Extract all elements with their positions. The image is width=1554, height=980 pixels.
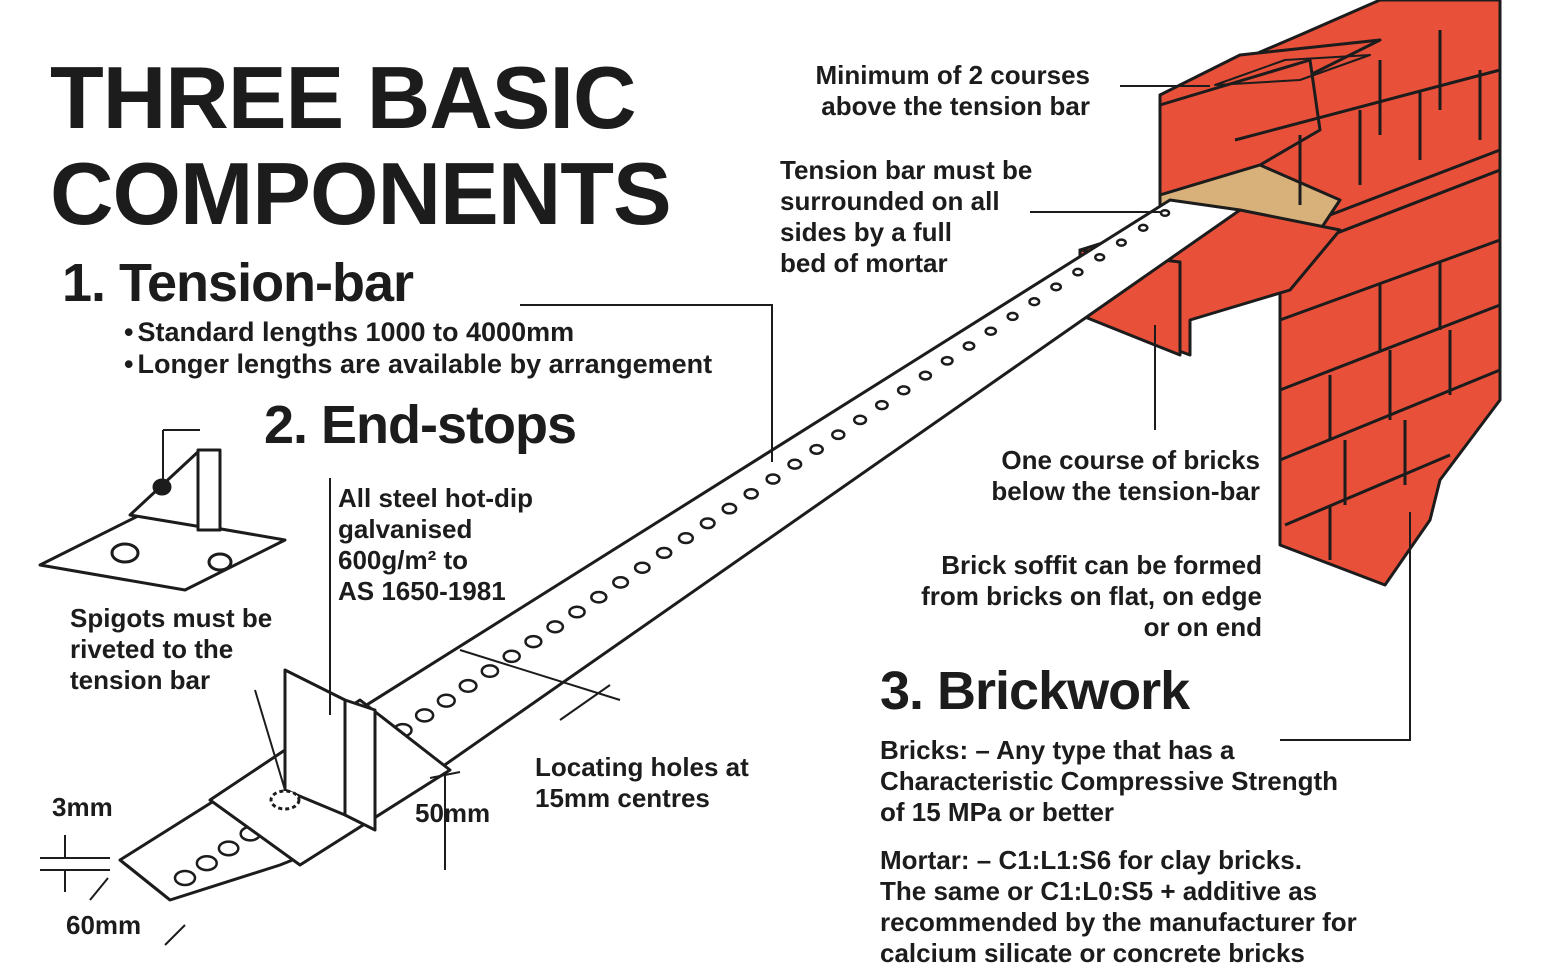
locating-hole	[984, 326, 998, 336]
end-stops-heading: 2. End-stops	[264, 395, 577, 455]
width-dimension: 60mm	[66, 910, 142, 940]
spec-line: Mortar: – C1:L1:S6 for clay bricks.	[880, 845, 1302, 875]
title-line-1: THREE BASIC	[50, 48, 636, 147]
note-line: below the tension-bar	[991, 476, 1260, 506]
locating-hole	[1050, 282, 1063, 292]
locating-hole	[918, 370, 933, 381]
locating-hole	[173, 869, 197, 887]
page-title: THREE BASIC COMPONENTS	[50, 48, 672, 243]
locating-hole	[962, 341, 976, 351]
note-line: 15mm centres	[535, 783, 710, 813]
locating-hole	[195, 855, 218, 872]
note-line: Tension bar must be	[780, 155, 1033, 185]
spec-line: Bricks: – Any type that has a	[880, 735, 1235, 765]
note-line: riveted to the	[70, 634, 234, 664]
note-line: 600g/m² to	[338, 545, 469, 575]
locating-hole	[765, 473, 781, 485]
locating-hole	[940, 355, 954, 366]
locating-holes-note: Locating holes at 15mm centres	[535, 752, 749, 814]
tension-bar-heading: 1. Tension-bar	[62, 253, 414, 313]
locating-hole	[677, 531, 695, 545]
thickness-dimension: 3mm	[52, 792, 113, 822]
end-stop-detail	[38, 448, 287, 592]
bullet-item: Longer lengths are available by arrangem…	[124, 348, 712, 380]
courses-above-note: Minimum of 2 courses above the tension b…	[760, 60, 1091, 122]
bricks-spec: Bricks: – Any type that has a Characteri…	[880, 735, 1338, 828]
locating-hole	[480, 664, 500, 679]
title-line-2: COMPONENTS	[50, 144, 672, 243]
locating-hole	[721, 502, 738, 515]
locating-hole	[655, 546, 673, 560]
spec-line: of 15 MPa or better	[880, 797, 1115, 827]
dimension-marks	[40, 835, 186, 946]
locating-hole	[831, 429, 846, 441]
height-dimension: 50mm	[415, 798, 491, 828]
locating-hole	[458, 678, 478, 693]
locating-hole	[809, 443, 824, 455]
locating-hole	[546, 620, 565, 634]
locating-hole	[524, 634, 543, 649]
locating-hole	[436, 693, 456, 708]
note-line: sides by a full	[780, 217, 952, 247]
note-line: Locating holes at	[535, 752, 749, 782]
note-line: All steel hot-dip	[338, 483, 533, 513]
spigot-note: Spigots must be riveted to the tension b…	[70, 603, 272, 696]
note-line: from bricks on flat, on edge	[921, 581, 1262, 611]
galvanised-note: All steel hot-dip galvanised 600g/m² to …	[338, 483, 533, 607]
note-line: One course of bricks	[1001, 445, 1260, 475]
locating-hole	[699, 517, 716, 530]
locating-hole	[874, 399, 889, 411]
locating-hole	[1028, 297, 1041, 307]
tension-bar-bullets: Standard lengths 1000 to 4000mm Longer l…	[124, 316, 712, 380]
locating-hole	[1137, 223, 1149, 232]
note-line: AS 1650-1981	[338, 576, 506, 606]
note-line: bed of mortar	[780, 248, 948, 278]
course-below-note: One course of bricks below the tension-b…	[900, 445, 1260, 507]
locating-hole	[1094, 252, 1106, 262]
leader-lines	[162, 85, 1411, 870]
mortar-bed-note: Tension bar must be surrounded on all si…	[780, 155, 1032, 279]
locating-hole	[568, 605, 586, 619]
locating-hole	[852, 414, 868, 426]
spec-line: recommended by the manufacturer for	[880, 907, 1357, 937]
mortar-spec: Mortar: – C1:L1:S6 for clay bricks. The …	[880, 845, 1357, 969]
spec-line: calcium silicate or concrete bricks	[880, 938, 1305, 968]
locating-hole	[1159, 208, 1171, 218]
note-line: Minimum of 2 courses	[815, 60, 1091, 90]
end-stop	[208, 668, 452, 867]
locating-hole	[590, 590, 608, 604]
locating-hole	[1072, 267, 1084, 277]
locating-hole	[1115, 238, 1127, 247]
spec-line: The same or C1:L0:S5 + additive as	[880, 876, 1318, 906]
spec-line: Characteristic Compressive Strength	[880, 766, 1339, 796]
locating-hole	[633, 561, 651, 574]
locating-hole	[787, 458, 803, 470]
locating-hole	[896, 385, 911, 396]
note-line: above the tension bar	[821, 91, 1090, 121]
soffit-note: Brick soffit can be formed from bricks o…	[860, 550, 1262, 643]
bullet-item: Standard lengths 1000 to 4000mm	[124, 316, 712, 348]
brickwork-heading: 3. Brickwork	[880, 661, 1190, 721]
locating-hole	[502, 649, 521, 664]
note-line: tension bar	[70, 665, 211, 695]
note-line: galvanised	[338, 514, 473, 544]
locating-hole	[1006, 311, 1019, 322]
note-line: or on end	[1143, 612, 1262, 642]
locating-hole	[414, 708, 435, 723]
locating-hole	[743, 487, 759, 500]
note-line: surrounded on all	[780, 186, 1000, 216]
locating-hole	[217, 840, 240, 857]
note-line: Brick soffit can be formed	[941, 550, 1262, 580]
locating-hole	[612, 576, 630, 589]
note-line: Spigots must be	[70, 603, 273, 633]
